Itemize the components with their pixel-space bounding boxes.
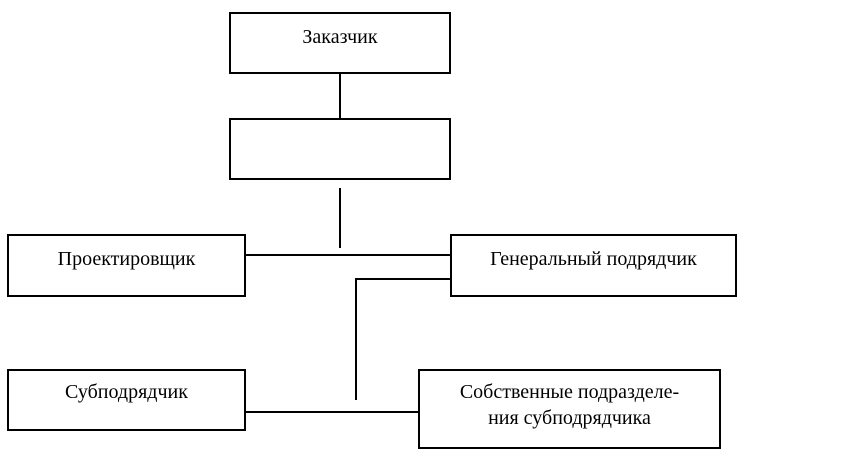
own-divisions-box: Собственные подразделе- ния субподрядчик…	[418, 369, 721, 449]
blank-box	[229, 118, 451, 180]
connector-general-branch	[355, 278, 451, 280]
customer-label: Заказчик	[302, 26, 378, 48]
connector-customer-blank	[339, 73, 341, 119]
customer-box: Заказчик	[229, 12, 451, 74]
connector-designer-general	[244, 254, 451, 256]
subcontractor-label: Субподрядчик	[65, 381, 188, 403]
own-divisions-label: Собственные подразделе- ния субподрядчик…	[459, 381, 680, 429]
connector-subcontractor-divisions	[244, 411, 419, 413]
designer-box: Проектировщик	[7, 234, 246, 297]
connector-branch-vertical	[355, 278, 357, 400]
subcontractor-box: Субподрядчик	[7, 369, 246, 431]
connector-blank-down	[339, 188, 341, 248]
designer-label: Проектировщик	[57, 248, 196, 270]
general-contractor-box: Генеральный подрядчик	[450, 234, 737, 297]
general-contractor-label: Генеральный подрядчик	[490, 248, 697, 270]
